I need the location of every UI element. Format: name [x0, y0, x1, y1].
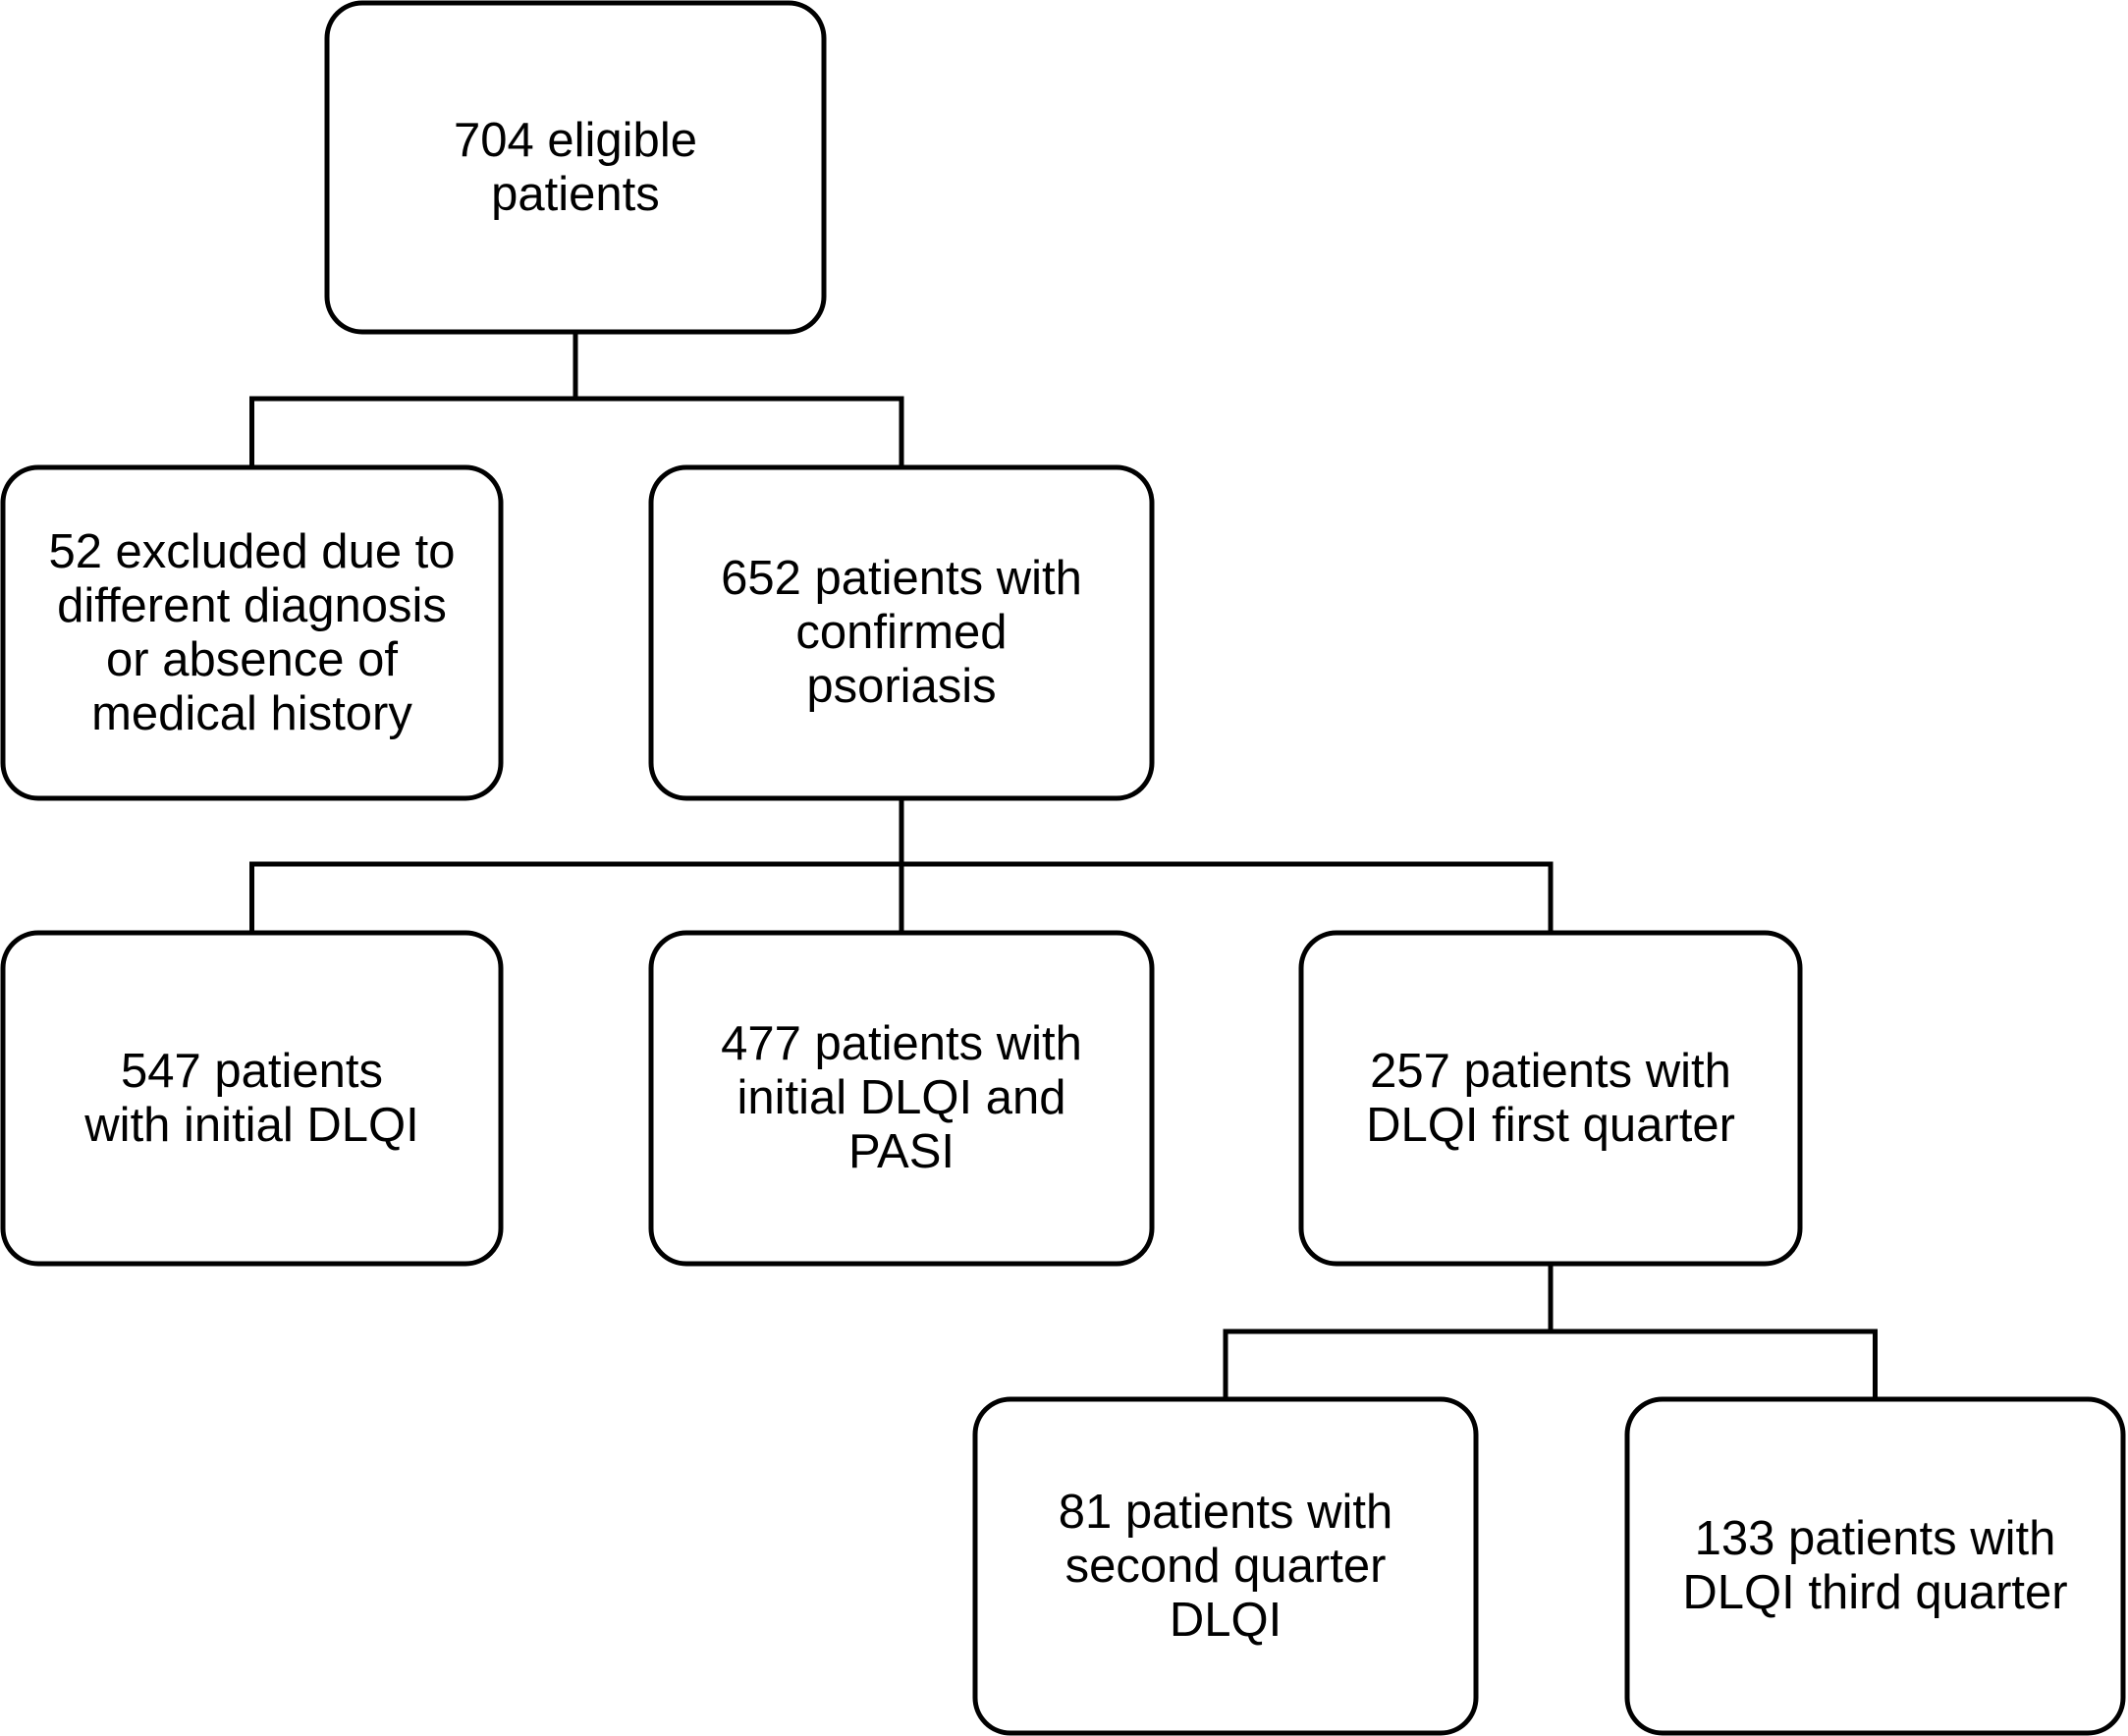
- label-initial-dlqi: 547 patients with initial DLQI: [84, 1044, 419, 1152]
- connector-eligible-to-excluded: [249, 329, 578, 470]
- label-eligible-patients: 704 eligible patients: [454, 113, 697, 221]
- label-excluded-patients: 52 excluded due to different diagnosis o…: [48, 524, 456, 740]
- connector-confirmed-to-first_quarter: [899, 795, 1554, 936]
- label-dlqi-third-quarter: 133 patients with DLQI third quarter: [1682, 1512, 2068, 1619]
- box-second-quarter-dlqi: [972, 1396, 1479, 1736]
- box-initial-dlqi-and-pasi: [648, 930, 1155, 1267]
- box-eligible-patients: [324, 0, 827, 335]
- connector-confirmed-to-initial_dlqi: [249, 795, 904, 936]
- box-excluded-patients: [0, 464, 504, 801]
- label-initial-dlqi-and-pasi: 477 patients with initial DLQI and PASI: [721, 1017, 1082, 1178]
- label-dlqi-first-quarter: 257 patients with DLQI first quarter: [1366, 1044, 1735, 1152]
- box-confirmed-psoriasis: [648, 464, 1155, 801]
- label-second-quarter-dlqi: 81 patients with second quarter DLQI: [1058, 1485, 1393, 1647]
- box-initial-dlqi: [0, 930, 504, 1267]
- connector-eligible-to-confirmed: [573, 329, 904, 470]
- box-dlqi-first-quarter: [1298, 930, 1803, 1267]
- connector-first_quarter-to-third_quarter: [1548, 1261, 1878, 1402]
- connectors: [249, 329, 1878, 1402]
- box-dlqi-third-quarter: [1624, 1396, 2126, 1736]
- label-confirmed-psoriasis: 652 patients with confirmed psoriasis: [721, 552, 1082, 713]
- connector-first_quarter-to-second_quarter: [1223, 1261, 1554, 1402]
